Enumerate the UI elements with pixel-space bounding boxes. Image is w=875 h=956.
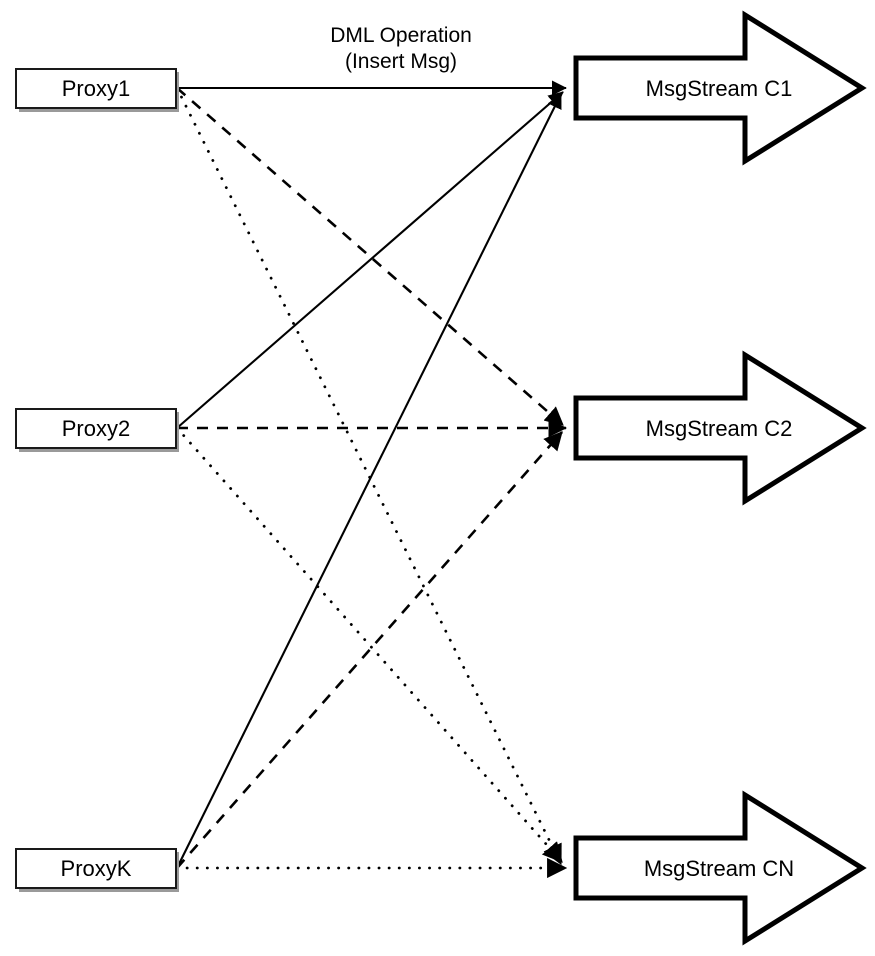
edge-group-proxy1 xyxy=(175,80,567,866)
stream-node-cn[interactable]: MsgStream CN xyxy=(573,790,867,946)
proxy-label-proxy2: Proxy2 xyxy=(62,416,130,441)
stream-label-cn: MsgStream CN xyxy=(644,856,794,881)
proxy-label-proxyk: ProxyK xyxy=(61,856,132,881)
edge-group-proxy2 xyxy=(175,91,568,864)
edge-label-dml-operation-line1: DML Operation xyxy=(330,24,472,47)
stream-arrow-shape-c1 xyxy=(573,10,867,166)
edge-proxyk-to-c2[interactable] xyxy=(176,431,563,869)
edge-label-dml-operation-line2: (Insert Msg) xyxy=(345,50,457,73)
stream-arrow-shape-c2 xyxy=(573,350,867,506)
edge-proxyk-to-c1[interactable] xyxy=(176,93,562,869)
proxy-label-proxy1: Proxy1 xyxy=(62,76,130,101)
stream-label-c2: MsgStream C2 xyxy=(646,416,793,441)
stream-arrow-shape-cn xyxy=(573,790,867,946)
edge-group-proxyk xyxy=(175,93,568,879)
stream-node-c1[interactable]: MsgStream C1 xyxy=(573,10,867,166)
edge-proxy1-to-cn[interactable] xyxy=(175,86,563,866)
edge-proxy1-to-c2[interactable] xyxy=(176,87,564,426)
edge-proxy2-to-cn[interactable] xyxy=(175,426,564,864)
edge-proxy2-to-c1[interactable] xyxy=(176,91,564,429)
stream-label-c1: MsgStream C1 xyxy=(646,76,793,101)
stream-node-c2[interactable]: MsgStream C2 xyxy=(573,350,867,506)
proxy-node-proxy1[interactable]: Proxy1 xyxy=(15,68,179,112)
proxy-node-proxyk[interactable]: ProxyK xyxy=(15,848,179,892)
proxy-node-proxy2[interactable]: Proxy2 xyxy=(15,408,179,452)
